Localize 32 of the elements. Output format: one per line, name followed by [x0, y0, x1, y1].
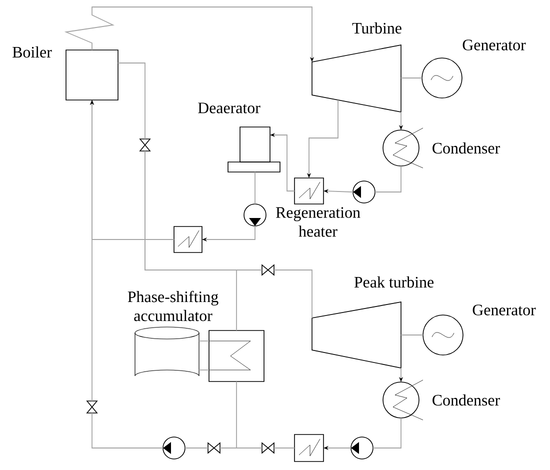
valve-symbol	[86, 400, 98, 414]
component-label: Generator	[462, 40, 526, 50]
component-label: Condenser	[432, 394, 500, 406]
component-label: Generator	[472, 304, 536, 316]
pipe-line	[374, 166, 402, 192]
pump-symbol	[352, 180, 376, 204]
pipe-line	[274, 270, 312, 318]
heater-symbol	[294, 434, 324, 462]
pump-symbol	[350, 436, 374, 460]
pipe-line	[92, 412, 164, 448]
pump-symbol	[244, 204, 266, 226]
pipe-line	[198, 340, 210, 342]
component-label: Deaerator	[198, 102, 260, 114]
pump-symbol	[162, 436, 186, 460]
pipe-line	[220, 381, 237, 448]
pipe-line	[372, 418, 402, 448]
heater-symbol	[174, 226, 202, 253]
pipe-line	[400, 334, 424, 336]
component-label: Peak turbine	[354, 276, 434, 288]
component-label: Regeneration heater	[276, 207, 360, 237]
valve-symbol	[139, 138, 151, 152]
component-label: Turbine	[352, 22, 402, 34]
component-label: Boiler	[12, 46, 52, 58]
pipe-line	[118, 62, 146, 140]
valve-symbol	[262, 264, 274, 276]
heat-exchanger-symbol	[208, 330, 264, 382]
component-label: Condenser	[432, 142, 500, 154]
component-label: Phase-shifting accumulator	[128, 290, 218, 322]
valve-symbol	[262, 442, 274, 454]
pipe-line	[144, 150, 237, 331]
valve-symbol	[208, 442, 220, 454]
pipe-line	[254, 172, 256, 204]
